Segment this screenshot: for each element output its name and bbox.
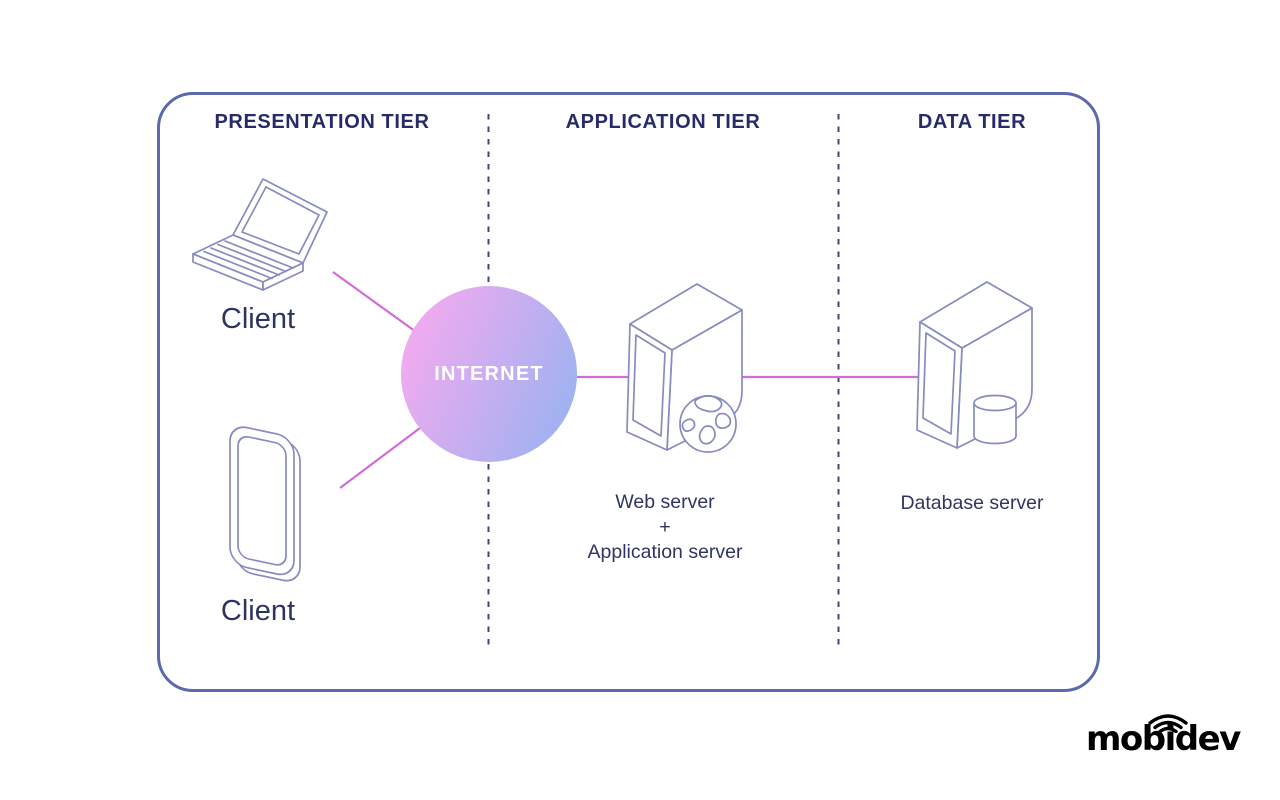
tier-heading-application: APPLICATION TIER bbox=[565, 111, 761, 133]
internet-circle bbox=[401, 286, 577, 462]
app-server-label-line2: + bbox=[659, 516, 671, 538]
db-server-label: Database server bbox=[900, 492, 1044, 514]
database-server-icon bbox=[916, 281, 1033, 449]
app-server-label-line1: Web server bbox=[615, 491, 715, 513]
internet-label: INTERNET bbox=[434, 363, 544, 385]
mobidev-logo: mobidev bbox=[1086, 707, 1251, 769]
smartphone-icon bbox=[229, 426, 301, 582]
globe-icon bbox=[679, 394, 737, 453]
mobidev-logo-text: mobidev bbox=[1086, 719, 1241, 759]
tier-heading-presentation: PRESENTATION TIER bbox=[214, 111, 430, 133]
app-server-label-line3: Application server bbox=[587, 541, 743, 563]
wifi-arcs-icon bbox=[1148, 714, 1188, 733]
database-cylinder-icon bbox=[973, 394, 1017, 445]
diagram-frame bbox=[157, 92, 1100, 692]
client-phone-label: Client bbox=[220, 595, 296, 627]
tier-heading-data: DATA TIER bbox=[917, 111, 1027, 133]
laptop-icon bbox=[192, 178, 328, 291]
web-server-icon bbox=[626, 283, 743, 453]
client-laptop-label: Client bbox=[220, 303, 296, 335]
app-server-label: Web server + Application server bbox=[525, 490, 805, 565]
